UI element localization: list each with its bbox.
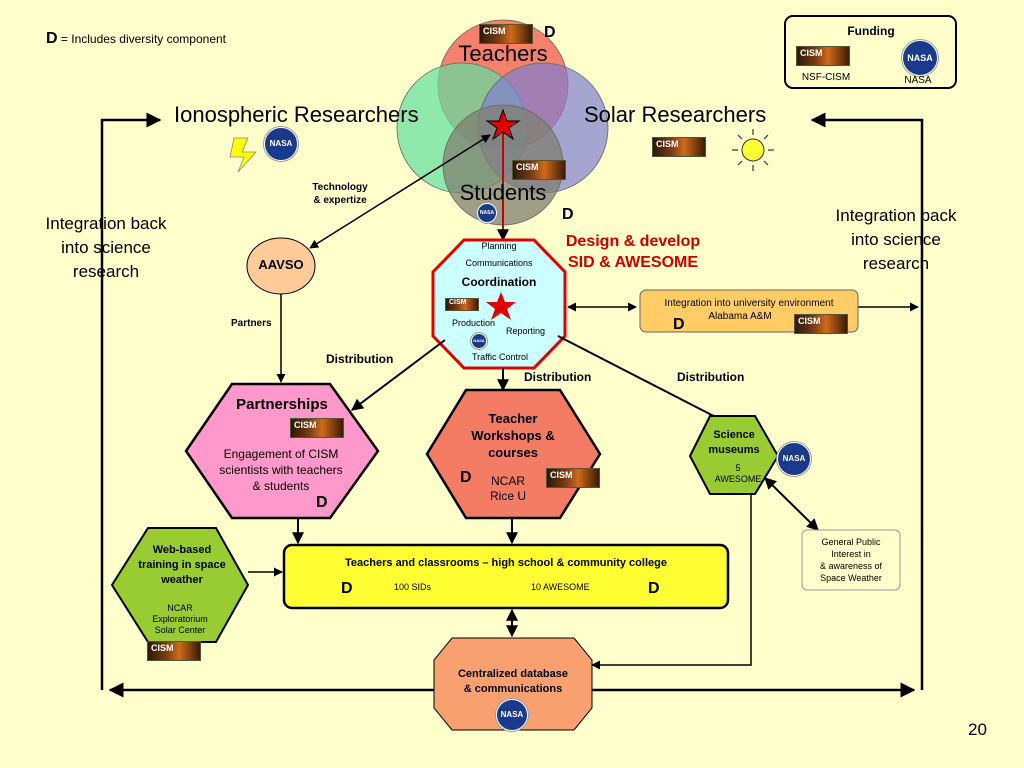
aavso-label: AAVSO bbox=[258, 257, 304, 272]
coordination-nasa-logo: NASA bbox=[471, 333, 487, 349]
museums-title: Science museums bbox=[708, 429, 760, 456]
teachers-cism-logo: CISM bbox=[479, 24, 533, 44]
design-line1: Design & develop bbox=[565, 233, 701, 250]
ionospheric-nasa-logo: NASA bbox=[264, 127, 298, 161]
museums-node[interactable] bbox=[688, 415, 780, 495]
university-d: D bbox=[673, 316, 685, 333]
partnerships-title: Partnerships bbox=[236, 396, 328, 413]
solar-cism-logo: CISM bbox=[652, 137, 706, 157]
public-box[interactable] bbox=[801, 529, 901, 591]
venn-star-icon bbox=[485, 108, 521, 141]
workshops-d: D bbox=[460, 469, 472, 486]
ionospheric-label: Ionospheric Researchers bbox=[174, 102, 419, 127]
solar-label: Solar Researchers bbox=[584, 102, 767, 127]
workshops-title: Teacher Workshops & courses bbox=[471, 411, 555, 460]
coordination-star-icon bbox=[486, 292, 516, 320]
students-nasa-logo: NASA bbox=[477, 203, 497, 223]
museums-nasa-logo: NASA bbox=[777, 442, 811, 476]
classrooms-d-right: D bbox=[648, 580, 660, 597]
coordination-production: Production bbox=[452, 318, 496, 328]
page-number: 20 bbox=[968, 720, 987, 739]
web-cism-logo: CISM bbox=[147, 641, 201, 661]
legend-text: = Includes diversity component bbox=[60, 32, 226, 46]
web-title: Web-based training in space weather bbox=[138, 544, 226, 586]
integration-left-label: Integration back into science research bbox=[45, 214, 167, 281]
partnerships-d: D bbox=[316, 494, 328, 511]
funding-nasa-logo: NASA bbox=[902, 40, 938, 76]
coordination-reporting: Reporting bbox=[506, 326, 546, 336]
design-line2: SID & AWESOME bbox=[567, 254, 699, 271]
students-label: Students bbox=[459, 180, 547, 205]
legend-d: D bbox=[46, 30, 58, 47]
students-cism-logo: CISM bbox=[512, 160, 566, 180]
classrooms-awesome: 10 AWESOME bbox=[531, 582, 590, 592]
technology-arrow bbox=[309, 134, 491, 249]
university-line2: Alabama A&M bbox=[708, 311, 772, 322]
database-node[interactable] bbox=[433, 637, 593, 731]
outer-loop bbox=[100, 112, 924, 698]
funding-cism-logo: CISM bbox=[796, 46, 850, 66]
partners-label: Partners bbox=[231, 318, 272, 329]
classrooms-title: Teachers and classrooms – high school & … bbox=[345, 557, 667, 569]
workshops-cism-logo: CISM bbox=[546, 468, 600, 488]
students-d: D bbox=[562, 206, 574, 223]
classrooms-box[interactable] bbox=[282, 543, 730, 610]
workshops-body: NCAR Rice U bbox=[489, 474, 526, 503]
public-text: General Public Interest in & awareness o… bbox=[819, 537, 883, 583]
museums-public-arrow bbox=[764, 477, 819, 531]
database-nasa-logo: NASA bbox=[496, 699, 528, 731]
lightning-icon bbox=[229, 137, 257, 173]
university-line1: Integration into university environment bbox=[664, 298, 834, 309]
distribution-label-3: Distribution bbox=[677, 370, 745, 384]
design-label: Design & develop SID & AWESOME bbox=[540, 231, 726, 273]
coordination-title: Coordination bbox=[461, 275, 537, 289]
museums-body: 5 AWESOME bbox=[714, 463, 762, 484]
teachers-label: Teachers bbox=[458, 41, 548, 66]
teachers-d: D bbox=[544, 24, 556, 41]
integration-right-label: Integration back into science research bbox=[835, 206, 957, 273]
partnerships-body: Engagement of CISM scientists with teach… bbox=[219, 447, 343, 493]
coordination-traffic: Traffic Control bbox=[472, 352, 529, 362]
museums-to-database-line bbox=[591, 494, 752, 670]
classrooms-d-left: D bbox=[341, 580, 353, 597]
coordination-cism-logo: CISM bbox=[445, 298, 479, 311]
database-title: Centralized database & communications bbox=[457, 668, 569, 695]
university-cism-logo: CISM bbox=[794, 314, 848, 334]
classrooms-sids: 100 SIDs bbox=[394, 582, 432, 592]
distribution-arrows bbox=[351, 335, 739, 429]
coordination-communications: Communications bbox=[465, 258, 533, 268]
technology-label: Technology & expertize bbox=[312, 182, 368, 206]
web-training-node[interactable] bbox=[110, 527, 250, 643]
coordination-planning: Planning bbox=[481, 241, 517, 251]
funding-cism-label: NSF-CISM bbox=[801, 72, 851, 83]
distribution-label-1: Distribution bbox=[326, 352, 394, 366]
web-body: NCAR Exploratorium Solar Center bbox=[152, 603, 208, 635]
sun-icon bbox=[732, 129, 774, 171]
partnerships-node[interactable] bbox=[184, 382, 380, 520]
funding-nasa-label: NASA bbox=[904, 75, 932, 86]
partnerships-cism-logo: CISM bbox=[290, 418, 344, 438]
distribution-label-2: Distribution bbox=[524, 370, 592, 384]
funding-title: Funding bbox=[847, 24, 895, 38]
legend: D = Includes diversity component bbox=[46, 30, 226, 48]
